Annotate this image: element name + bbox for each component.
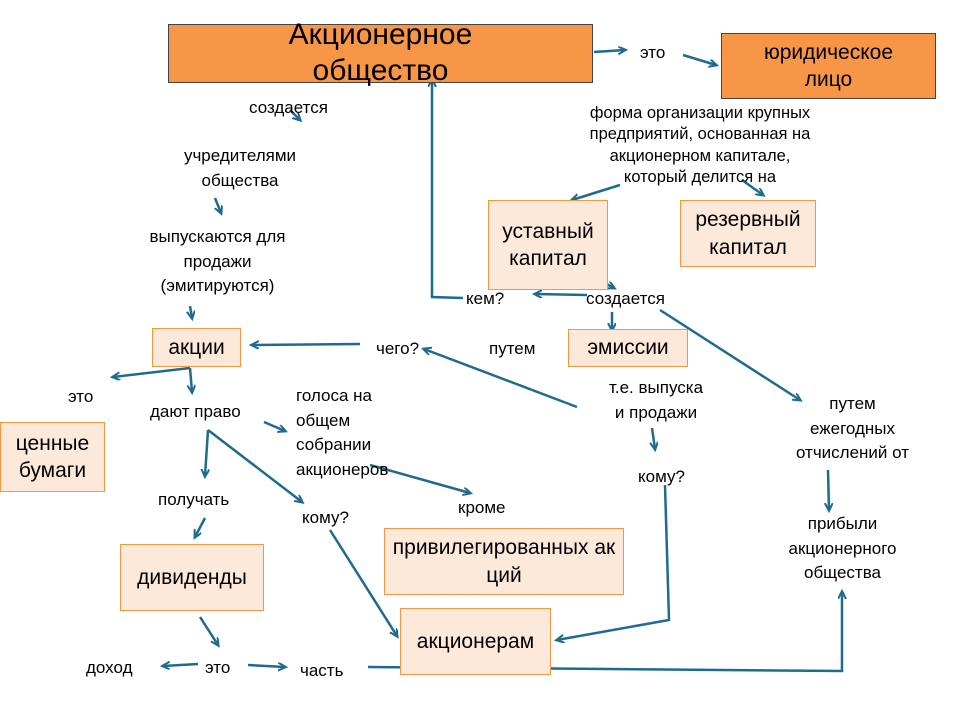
label-created: создается xyxy=(249,98,328,117)
dividends-box: дивиденды xyxy=(120,544,264,611)
issued-line: выпускаются для xyxy=(149,227,286,246)
shares-box: акции xyxy=(152,328,241,367)
title-joint-stock-company: Акционерное общество xyxy=(168,18,593,87)
arrow xyxy=(195,517,207,537)
votes-line: голоса на xyxy=(296,386,372,405)
profit-line: прибыли xyxy=(807,514,878,533)
arrow xyxy=(207,429,302,502)
arrow xyxy=(113,366,191,377)
votes-line: общем xyxy=(296,410,351,430)
votes-line: акционеров xyxy=(296,459,389,479)
preferred-shares-box: привилегированных акций xyxy=(384,528,624,595)
securities-text: ценные бумаги xyxy=(15,431,90,482)
label-receive: получать xyxy=(158,490,230,509)
arrow xyxy=(289,109,300,120)
reserve-capital-box: резервный капитал xyxy=(680,200,816,267)
label-is-2: это xyxy=(68,387,94,406)
arrow xyxy=(247,665,285,667)
label-by-means-2: путем ежегодных отчислений от xyxy=(770,392,935,466)
label-created-2: создается xyxy=(586,289,665,308)
label-is: это xyxy=(640,43,666,62)
votes-line: собрании xyxy=(296,435,372,455)
arrow xyxy=(593,50,625,52)
reserve-capital-text: резервный капитал xyxy=(695,208,801,259)
arrow xyxy=(652,427,655,449)
arrow xyxy=(557,484,671,640)
arrow xyxy=(432,80,464,300)
label-votes: голоса на общем собрании акционеров xyxy=(296,384,388,483)
emission-box: эмиссии xyxy=(568,329,688,367)
arrow xyxy=(424,349,578,409)
label-to-whom-2: кому? xyxy=(302,508,349,527)
definition-line: который делится на xyxy=(623,168,777,187)
label-issued: выпускаются для продажи (эмитируются) xyxy=(115,225,320,299)
authorized-capital-text: уставный капитал xyxy=(502,219,594,270)
definition-line: акционерном капитале, xyxy=(609,146,791,165)
shares-text: акции xyxy=(168,335,225,359)
definition-text: форма организации крупных предприятий, о… xyxy=(560,103,840,189)
label-part: часть xyxy=(300,661,344,680)
label-founders: учредителями общества xyxy=(160,144,320,193)
arrow xyxy=(572,183,621,200)
preferred-shares-text: привилегированных акций xyxy=(392,536,616,587)
arrow xyxy=(659,308,800,400)
label-except: кроме xyxy=(458,498,506,517)
definition-line: форма организации крупных xyxy=(589,104,811,122)
label-who: кем? xyxy=(466,289,505,308)
definition-line: предприятий, основанная на xyxy=(589,125,811,144)
label-profit: прибыли акционерного общества xyxy=(770,512,915,586)
ie-line: т.е. выпуска xyxy=(608,378,704,397)
profit-line: акционерного xyxy=(788,538,897,558)
arrow xyxy=(190,367,192,392)
label-to-whom: кому? xyxy=(638,467,685,486)
arrow xyxy=(252,344,361,345)
authorized-capital-box: уставный капитал xyxy=(488,200,608,290)
shareholders-box: акционерам xyxy=(400,608,551,675)
label-ie: т.е. выпуска и продажи xyxy=(586,376,726,425)
arrow xyxy=(328,529,397,636)
arrow xyxy=(535,294,588,295)
legal-entity-box: юридическое лицо xyxy=(721,33,936,99)
arrow xyxy=(741,178,763,195)
label-by-means: путем xyxy=(489,339,536,358)
shareholders-text: акционерам xyxy=(416,629,535,653)
issued-line: продажи xyxy=(183,251,252,271)
title-text: Акционерное общество xyxy=(288,18,473,87)
label-income: доход xyxy=(86,658,133,677)
arrow xyxy=(263,420,285,431)
emission-text: эмиссии xyxy=(587,336,669,360)
by-means-line: отчислений от xyxy=(795,443,910,463)
founders-line: учредителями xyxy=(183,146,297,165)
issued-line: (эмитируются) xyxy=(160,276,275,296)
by-means-line: путем xyxy=(829,394,876,413)
arrow xyxy=(682,53,716,65)
arrow xyxy=(213,197,221,213)
arrow xyxy=(198,616,218,645)
dividends-text: дивиденды xyxy=(137,565,247,589)
profit-line: общества xyxy=(803,563,882,583)
arrow xyxy=(828,469,829,510)
legal-entity-text: юридическое лицо xyxy=(763,40,894,91)
label-what-of: чего? xyxy=(376,339,420,358)
label-is-3: это xyxy=(205,658,231,677)
founders-line: общества xyxy=(201,170,279,190)
arrow xyxy=(369,463,470,493)
arrow xyxy=(190,305,192,318)
securities-box: ценные бумаги xyxy=(0,422,105,492)
arrow xyxy=(205,429,208,476)
arrow xyxy=(163,664,199,666)
by-means-line: ежегодных xyxy=(809,418,896,438)
ie-line: и продажи xyxy=(614,402,698,422)
label-give-right: дают право xyxy=(150,402,241,421)
